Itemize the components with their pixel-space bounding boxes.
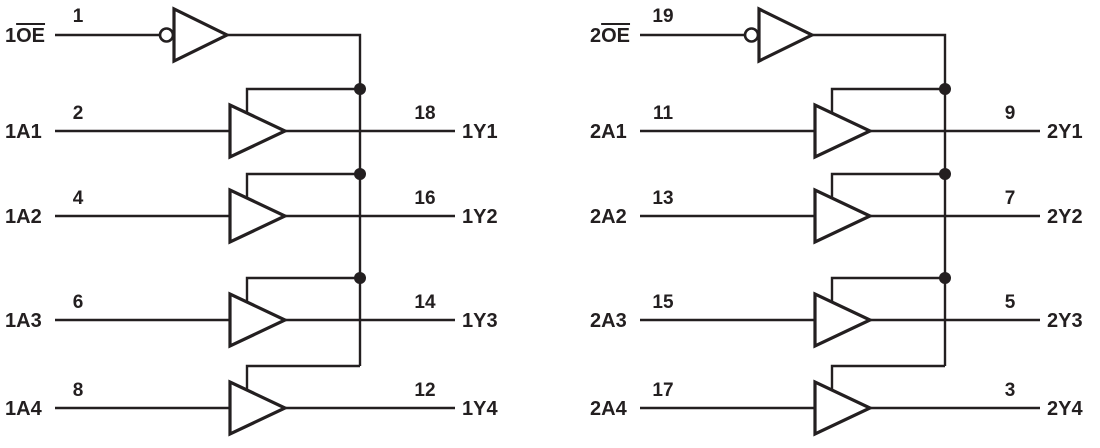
input-pin: 15: [652, 292, 674, 313]
output-label: 1Y1: [462, 121, 498, 143]
buffer-gate: [228, 187, 289, 245]
wire: [245, 364, 360, 390]
wire: [227, 33, 362, 366]
junction-dot: [939, 83, 951, 95]
wire: [245, 276, 360, 302]
input-pin: 13: [652, 188, 673, 209]
output-label: 1Y4: [462, 398, 498, 420]
output-pin: 3: [1005, 380, 1016, 401]
buffer-gate: [813, 102, 874, 160]
wire: [245, 87, 360, 113]
oe-pin: 19: [652, 6, 673, 27]
wire: [812, 33, 947, 366]
output-pin: 18: [414, 103, 435, 124]
output-pin: 12: [414, 380, 435, 401]
input-label: 1A3: [5, 310, 42, 332]
wire: [830, 87, 945, 113]
oe-label-signal: OE: [16, 25, 45, 47]
input-label: 1A4: [5, 398, 43, 420]
junction-dot: [939, 168, 951, 180]
input-pin: 6: [73, 292, 84, 313]
buffer-gate: [813, 291, 874, 349]
inverter-gate: [172, 6, 231, 64]
output-pin: 7: [1005, 188, 1016, 209]
input-label: 2A2: [590, 206, 627, 228]
output-pin: 16: [414, 188, 435, 209]
input-label: 2A4: [590, 398, 628, 420]
oe-label-signal: OE: [601, 25, 630, 47]
oe-label-prefix: 2: [590, 25, 601, 47]
input-label: 2A1: [590, 121, 627, 143]
oe-label-prefix: 1: [5, 25, 16, 47]
output-label: 2Y2: [1047, 206, 1083, 228]
wire: [830, 364, 945, 390]
output-label: 1Y3: [462, 310, 498, 332]
input-label: 1A2: [5, 206, 42, 228]
buffer-gate: [228, 379, 289, 437]
input-label: 1A1: [5, 121, 42, 143]
inverter-bubble: [158, 27, 175, 43]
oe-label: 2OE: [590, 25, 630, 47]
input-pin: 11: [653, 103, 674, 124]
junction-dot: [354, 83, 366, 95]
oe-label: 1OE: [5, 25, 45, 47]
wire: [245, 172, 360, 198]
input-pin: 17: [652, 380, 673, 401]
inverter-bubble: [743, 27, 760, 43]
bank-1: 1OE 1 1A1 2 18 1Y1 1A2 4 16 1Y2 1A3 6: [5, 6, 498, 437]
buffer-gate: [813, 187, 874, 245]
output-pin: 14: [414, 292, 436, 313]
output-pin: 5: [1005, 292, 1016, 313]
input-pin: 8: [73, 380, 84, 401]
output-pin: 9: [1005, 103, 1016, 124]
input-pin: 2: [73, 103, 84, 124]
wire: [830, 172, 945, 198]
inverter-gate: [757, 6, 816, 64]
junction-dot: [939, 272, 951, 284]
output-label: 2Y3: [1047, 310, 1083, 332]
oe-pin: 1: [73, 6, 84, 27]
output-label: 2Y1: [1047, 121, 1083, 143]
input-label: 2A3: [590, 310, 627, 332]
buffer-gate: [228, 102, 289, 160]
buffer-gate: [813, 379, 874, 437]
junction-dot: [354, 272, 366, 284]
wire: [830, 276, 945, 302]
buffer-gate: [228, 291, 289, 349]
bank-2: 2OE 19 2A1 11 9 2Y1 2A2 13 7 2Y2 2A3 15: [590, 6, 1083, 437]
output-label: 1Y2: [462, 206, 498, 228]
output-label: 2Y4: [1047, 398, 1083, 420]
input-pin: 4: [73, 188, 84, 209]
junction-dot: [354, 168, 366, 180]
